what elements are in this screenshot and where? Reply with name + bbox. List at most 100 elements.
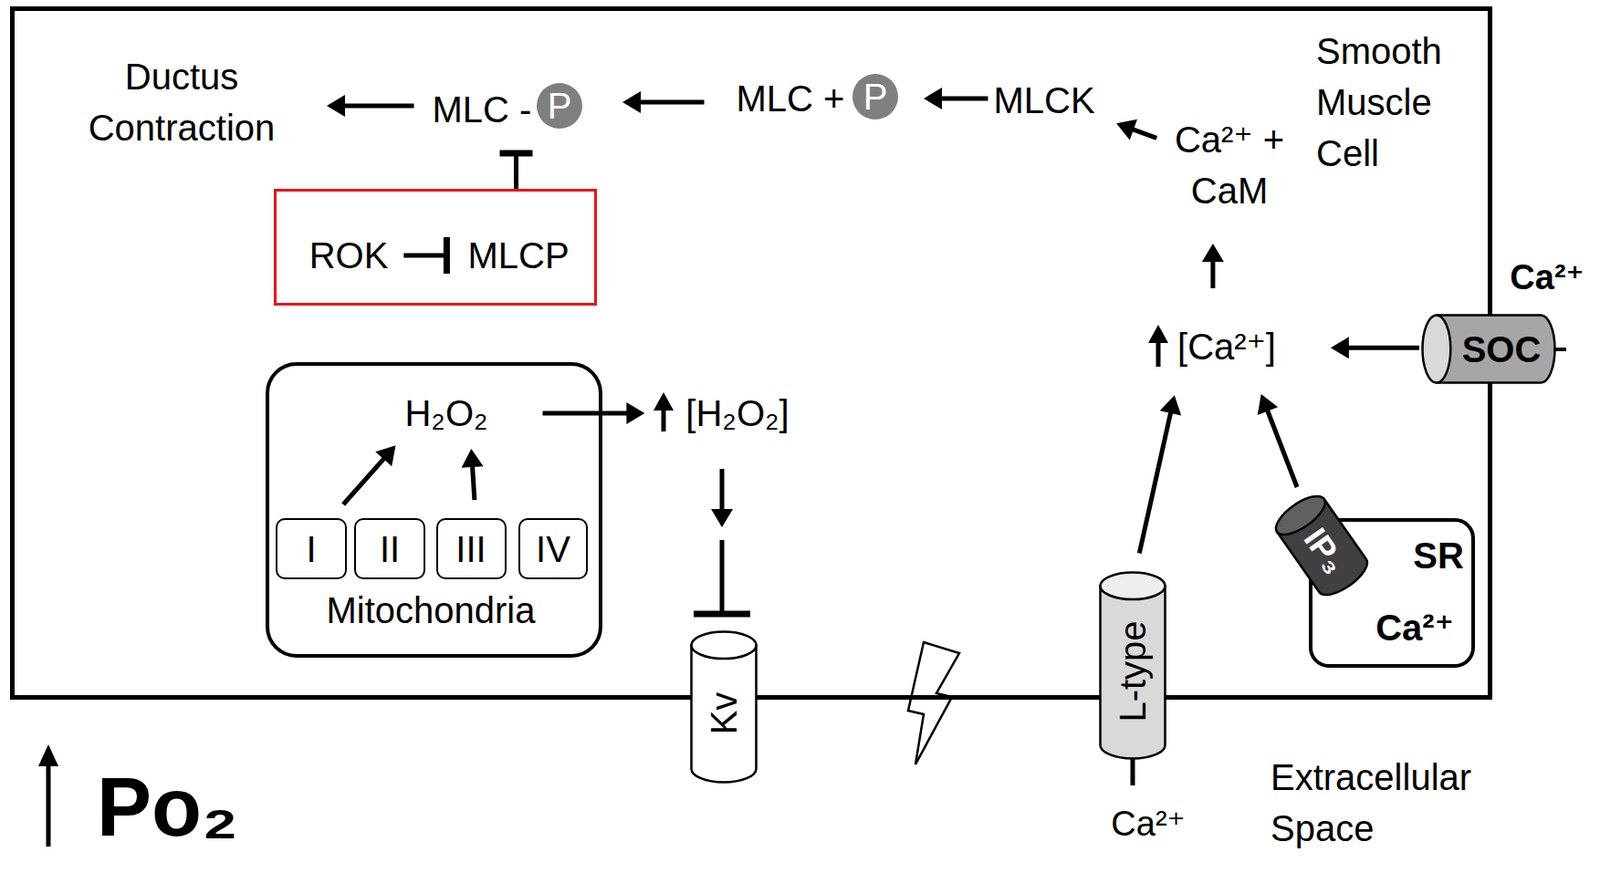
phosphate-circle: P (852, 73, 899, 120)
arrow-head (653, 392, 674, 411)
lightning-bolt (908, 642, 960, 765)
arrow-stem (1156, 339, 1161, 367)
label-text: MLC - (432, 87, 533, 132)
label-text: MLCK (993, 78, 1095, 123)
text-holder: P (547, 83, 573, 129)
connector-line (471, 462, 475, 501)
connector (1257, 394, 1297, 488)
complex-box: III (436, 518, 507, 580)
process-label: MLCK (993, 78, 1095, 123)
connector (1202, 243, 1224, 289)
arrow-head (1330, 336, 1350, 359)
connector (923, 87, 988, 110)
label-text: L-type (1110, 620, 1155, 722)
text-holder: I (305, 527, 316, 572)
connector-line (1265, 407, 1297, 488)
arrow-head (711, 509, 733, 528)
label-text: SR (1412, 533, 1465, 578)
label-text: Ca²⁺ (1110, 803, 1185, 846)
connector (343, 445, 396, 505)
arrow-head (461, 449, 484, 469)
increase-arrow (38, 744, 59, 848)
process-label: Ductus Contraction (72, 51, 292, 154)
arrow-head (1148, 324, 1169, 344)
text-holder: Extracellular Space (1270, 752, 1499, 855)
channel: L-type (1098, 571, 1167, 761)
label-text: IV (535, 527, 571, 572)
connector-line (1344, 345, 1420, 351)
channel: SOC (1421, 313, 1557, 385)
label-text: III (455, 527, 486, 572)
connector-line (403, 253, 447, 259)
connector-line (1210, 257, 1215, 289)
arrow-head (375, 445, 396, 467)
text-holder: P (863, 73, 889, 120)
channel-cap (691, 632, 757, 660)
label-text: II (379, 527, 400, 572)
label-text: [Ca²⁺] (1177, 324, 1276, 369)
connector-line (1139, 408, 1172, 555)
cell-outline: Smooth Muscle Cell Ductus Contraction MLC … (10, 6, 1493, 701)
complex-box: II (354, 518, 426, 580)
text-holder: III (455, 527, 486, 572)
process-label: [H₂O₂] (685, 391, 789, 436)
inhibition-bar (693, 611, 751, 618)
channel: IP₃ (1267, 487, 1375, 605)
process-label: [Ca²⁺] (1177, 324, 1276, 369)
inhibition-bar (443, 237, 450, 274)
increase-arrow (653, 392, 674, 432)
arrow-head (1257, 394, 1278, 416)
organelle-box: MitochondriaH₂O₂IIIIIIIV (265, 362, 603, 659)
connector (403, 237, 447, 274)
connector (500, 153, 534, 189)
channel-cap (1100, 573, 1166, 601)
connector (1116, 119, 1157, 141)
connector (693, 469, 751, 615)
connector-line (543, 411, 632, 417)
label-text: Ca²⁺ (1509, 256, 1584, 299)
label-text: Mitochondria (325, 588, 535, 633)
connector (461, 449, 484, 501)
text-holder: Smooth Muscle Cell (1316, 25, 1481, 179)
channel-body (1100, 585, 1166, 759)
text-holder: SR (1412, 533, 1465, 578)
connector (1139, 395, 1182, 554)
label-text: Ca²⁺ (1375, 606, 1454, 650)
arrow-head (326, 94, 346, 117)
text-holder: Kv (701, 692, 746, 736)
connector (543, 402, 646, 425)
channel-cap (1422, 315, 1452, 384)
channel-body (1436, 315, 1556, 384)
inhibition-bar (500, 150, 534, 157)
text-holder: Po₂ (96, 766, 239, 849)
connector (326, 94, 415, 117)
label-text: MLCP (467, 233, 569, 278)
connector-line (340, 104, 415, 109)
label-text: MLC + (736, 76, 846, 121)
connector (622, 91, 705, 114)
label-text: Ductus Contraction (72, 51, 292, 154)
complex-box: IV (518, 518, 588, 580)
process-label: Ca²⁺ + CaM (1160, 114, 1298, 217)
process-label: MLC - (432, 87, 533, 132)
arrow-head (1160, 395, 1182, 416)
arrow-head (923, 87, 942, 110)
arrow-head (626, 402, 645, 425)
label-text: H₂O₂ (404, 391, 488, 436)
text-holder: Mitochondria (325, 588, 535, 633)
connector-line (720, 469, 725, 514)
connector (1330, 336, 1420, 359)
text-holder: Ca²⁺ (1509, 256, 1584, 299)
process-label: H₂O₂ (404, 391, 488, 436)
label-text: [H₂O₂] (685, 391, 789, 436)
text-holder: Ca²⁺ (1375, 606, 1454, 650)
arrow-head (1202, 243, 1224, 262)
label-text: Extracellular Space (1270, 752, 1499, 855)
label-text: I (305, 527, 316, 572)
label-text: ROK (309, 233, 389, 278)
channel-body (691, 645, 757, 783)
text-holder: IV (535, 527, 571, 572)
text-holder: L-type (1110, 620, 1155, 722)
connector-line (343, 455, 387, 505)
